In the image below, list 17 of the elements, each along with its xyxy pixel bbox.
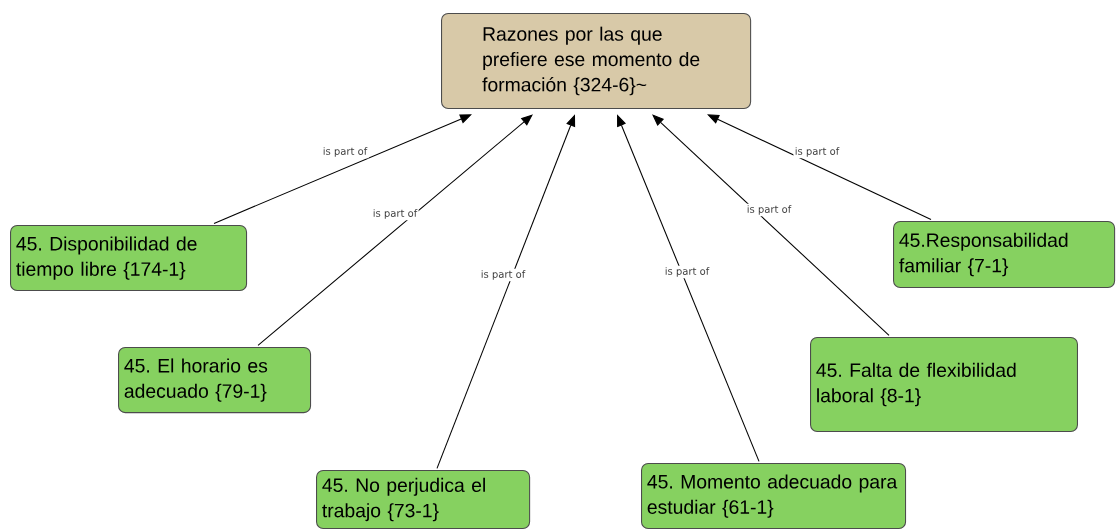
edge-label: is part of (745, 203, 793, 217)
edge-label: is part of (663, 265, 711, 279)
edge-label: is part of (321, 145, 369, 159)
concept-box: Razones por las que prefiere ese momento de formación {324-6}~ (441, 13, 752, 109)
arrow (707, 114, 932, 220)
concept-box: 45. Falta de flexibilidad laboral {8-1} (810, 337, 1078, 433)
concept-box: 45.Responsabilidad familiar {7-1} (893, 221, 1116, 289)
concept-box: 45. Disponibilidad de tiempo libre {174-1} (10, 225, 248, 292)
arrow (652, 114, 890, 336)
arrow (213, 114, 472, 224)
edge-label: is part of (793, 145, 841, 159)
edge-label: is part of (479, 268, 527, 282)
concept-box: 45. No perjudica el trabajo {73-1} (316, 470, 531, 530)
edge-label: is part of (371, 207, 419, 221)
concept-box: 45. Momento adecuado para estudiar {61-1} (641, 463, 907, 530)
concept-box: 45. El horario es adecuado {79-1} (118, 347, 312, 414)
arrow (257, 114, 533, 346)
